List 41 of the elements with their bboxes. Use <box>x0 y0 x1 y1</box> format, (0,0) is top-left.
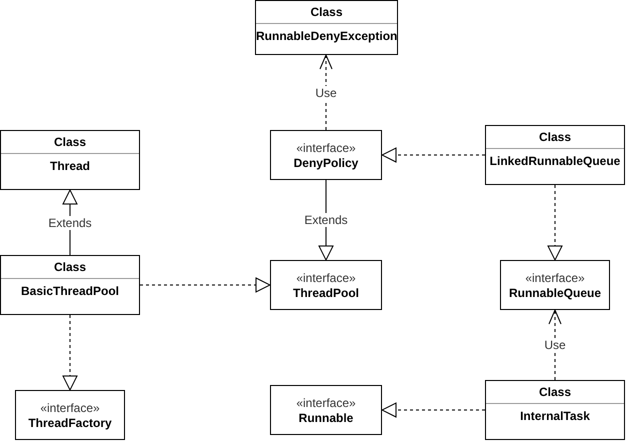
class-box <box>0 130 140 190</box>
edge-label: Use <box>314 86 338 100</box>
stereotype-label: «interface» <box>296 270 356 284</box>
class-name: RunnableQueue <box>508 286 601 300</box>
interface-box <box>270 260 382 310</box>
realization-arrow <box>382 402 486 418</box>
stereotype-label: «interface» <box>296 140 356 154</box>
class-name: BasicThreadPool <box>20 284 120 298</box>
section-heading: Class <box>538 130 572 144</box>
class-name: Runnable <box>298 410 354 424</box>
class-name: InternalTask <box>519 409 591 423</box>
class-box <box>485 380 625 440</box>
interface-box <box>15 390 125 440</box>
class-name: LinkedRunnableQueue <box>488 154 622 168</box>
section-heading: Class <box>538 385 572 399</box>
section-heading: Class <box>52 135 88 149</box>
edge-label: Use <box>543 338 567 352</box>
class-name: ThreadPool <box>292 286 359 300</box>
section-heading: Class <box>309 5 344 19</box>
edge-label: Extends <box>47 216 93 230</box>
realization-arrow <box>140 278 270 292</box>
realization-arrow <box>382 148 486 162</box>
stereotype-label: «interface» <box>40 400 100 414</box>
stereotype-label: «interface» <box>296 396 356 410</box>
realization-arrow <box>62 314 78 390</box>
dependency-arrow <box>320 54 332 130</box>
class-box <box>255 0 398 55</box>
edge-label: Extends <box>303 213 349 227</box>
class-name: ThreadFactory <box>28 416 112 430</box>
realization-arrow <box>548 184 562 260</box>
class-name: DenyPolicy <box>294 156 358 170</box>
interface-box <box>270 385 382 435</box>
stereotype-label: «interface» <box>525 270 585 284</box>
interface-box <box>270 130 382 180</box>
class-name: RunnableDenyException <box>256 29 397 43</box>
class-box <box>0 255 140 315</box>
class-name: Thread <box>48 159 91 173</box>
dependency-arrow <box>548 310 562 380</box>
interface-box <box>500 260 610 310</box>
section-heading: Class <box>52 260 88 274</box>
class-box <box>485 125 625 185</box>
